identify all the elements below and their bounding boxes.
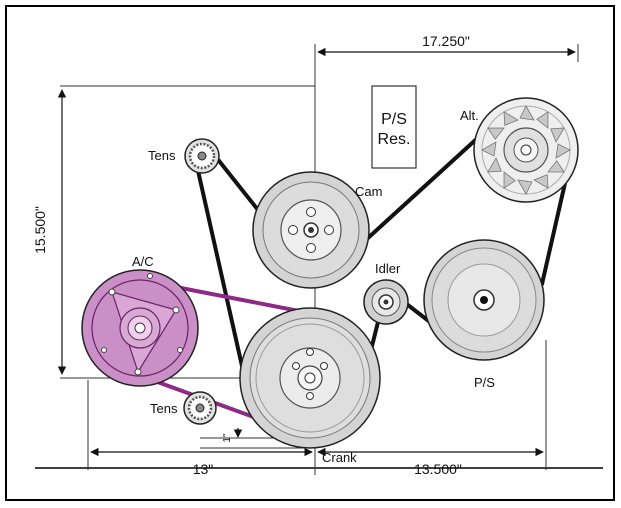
belt-alt-to-ps (540, 168, 570, 286)
dim-label-bottom-left: 13" (193, 461, 214, 477)
label-tens-bottom: Tens (150, 401, 178, 416)
label-cam: Cam (355, 184, 382, 199)
label-ac: A/C (132, 254, 154, 269)
label-tens-top: Tens (148, 148, 176, 163)
cam-pulley (252, 171, 370, 289)
label-ps-res-line1: P/S (381, 111, 407, 128)
ac-compressor (81, 269, 199, 387)
power-steering-pulley (423, 239, 545, 361)
alternator-pulley (473, 97, 579, 203)
label-crank: Crank (322, 450, 357, 465)
label-idler: Idler (375, 261, 401, 276)
dim-label-bottom-right: 13.500" (414, 461, 462, 477)
tensioner-bottom-pulley (183, 391, 217, 425)
tensioner-top-pulley (184, 138, 220, 174)
dim-label-top-width: 17.250" (422, 33, 470, 49)
belt-tens-to-crank (190, 142, 244, 368)
belt-tens-to-cam (210, 150, 264, 217)
label-ps: P/S (474, 375, 495, 390)
crank-pulley (239, 307, 381, 449)
ps-reservoir-box (371, 85, 417, 169)
label-ps-res-line2: Res. (378, 131, 411, 148)
dim-label-offset: 1" (222, 433, 233, 443)
idler-pulley (363, 279, 409, 325)
belt-cam-to-alt (366, 132, 484, 240)
label-alt: Alt. (460, 108, 479, 123)
dim-label-left-height: 15.500" (32, 206, 48, 254)
